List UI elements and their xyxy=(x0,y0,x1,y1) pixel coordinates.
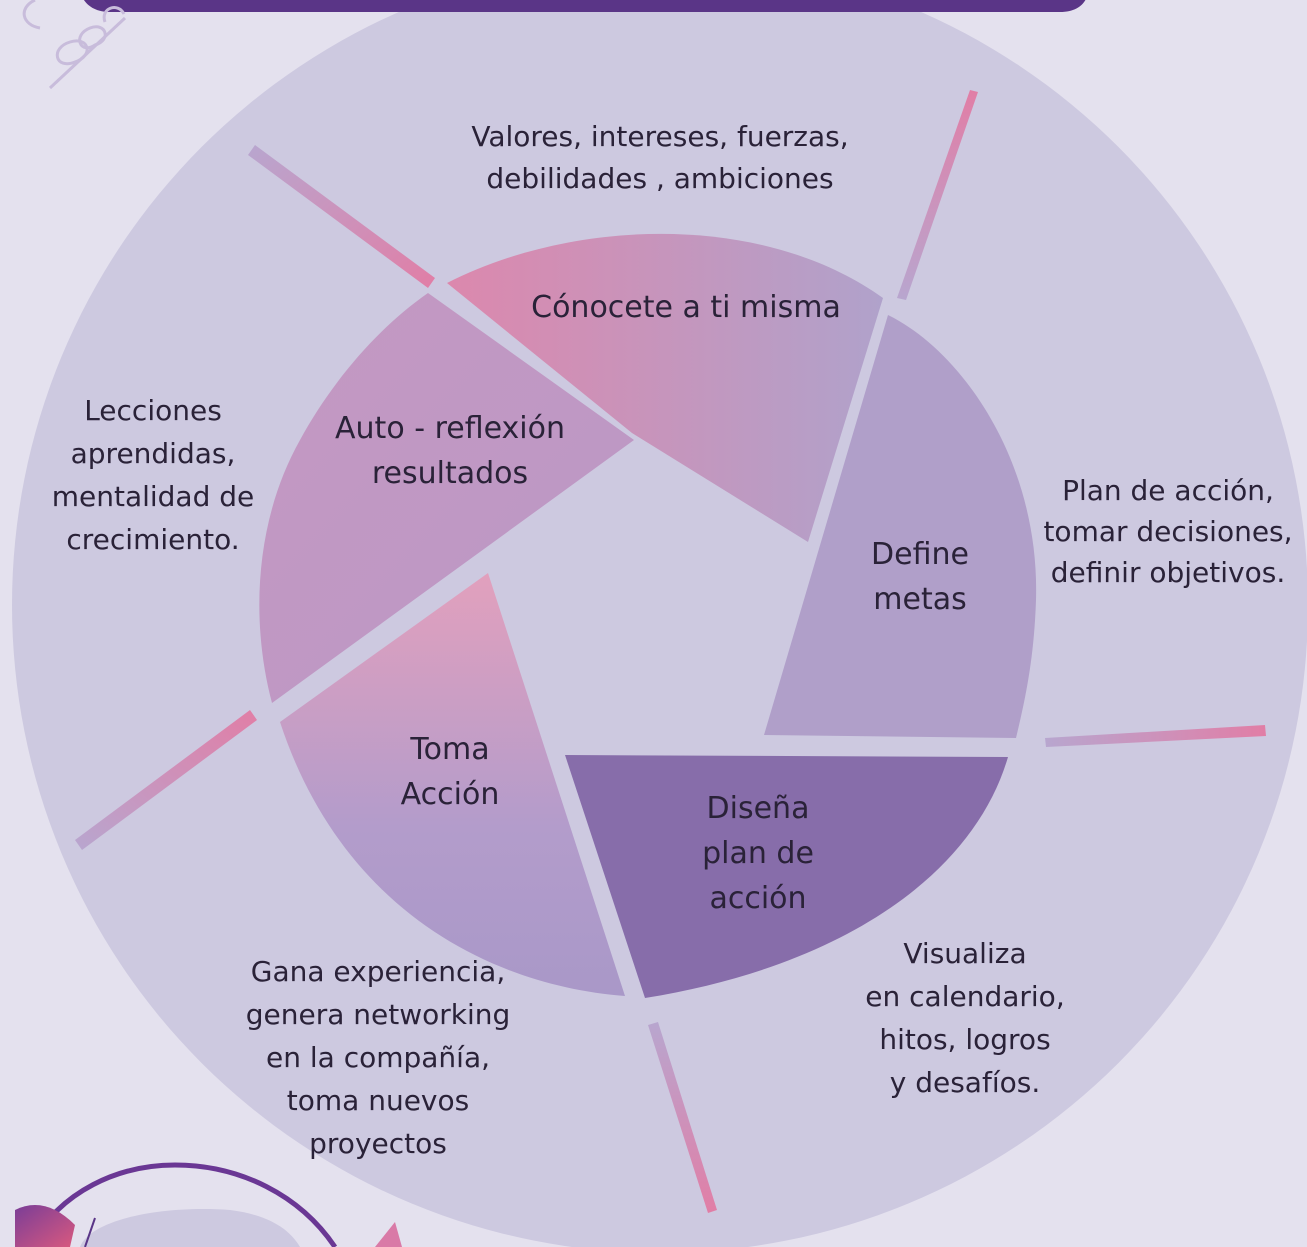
label-line: crecimiento. xyxy=(66,523,239,556)
divider-bottom xyxy=(648,1022,717,1213)
label-line: Acción xyxy=(401,777,500,812)
detail-label-disena: Visualiza en calendario, hitos, logros y de… xyxy=(865,937,1064,1099)
segment-define[interactable] xyxy=(764,315,1037,738)
label-line: toma nuevos xyxy=(287,1084,469,1117)
label-line: Auto - reflexión xyxy=(335,411,565,446)
segment-label-disena: Diseña plan de acción xyxy=(702,791,814,916)
label-line: proyectos xyxy=(309,1127,447,1160)
label-line: Diseña xyxy=(707,791,810,826)
label-line: en la compañía, xyxy=(266,1041,490,1074)
label-line: Plan de acción, xyxy=(1062,474,1274,507)
label-line: y desafíos. xyxy=(890,1066,1040,1099)
label-line: definir objetivos. xyxy=(1051,556,1285,589)
label-line: Visualiza xyxy=(903,937,1026,970)
segment-label-define: Define metas xyxy=(871,537,969,617)
label-line: hitos, logros xyxy=(879,1023,1050,1056)
label-line: plan de xyxy=(702,836,814,871)
label-line: mentalidad de xyxy=(52,480,255,513)
label-line: Define xyxy=(871,537,969,572)
divider-right xyxy=(1045,725,1266,747)
label-line: tomar decisiones, xyxy=(1043,515,1292,548)
segment-label-auto: Auto - reflexión resultados xyxy=(335,411,565,491)
segment-conocete[interactable] xyxy=(447,233,883,543)
segment-auto[interactable] xyxy=(259,293,634,703)
divider-top-right xyxy=(897,90,978,300)
header-bar xyxy=(84,0,1086,12)
label-line: Gana experiencia, xyxy=(251,955,505,988)
label-line: debilidades , ambiciones xyxy=(486,162,833,195)
detail-label-auto: Lecciones aprendidas, mentalidad de crecimi… xyxy=(52,394,255,556)
label-line: acción xyxy=(709,881,806,916)
detail-label-conocete: Valores, intereses, fuerzas, debilidades … xyxy=(471,120,848,195)
segment-label-conocete: Cónocete a ti misma xyxy=(531,290,841,325)
label-line: metas xyxy=(873,582,966,617)
label-line: Lecciones xyxy=(84,394,222,427)
divider-left xyxy=(75,710,257,850)
detail-label-define: Plan de acción, tomar decisiones, definir … xyxy=(1043,474,1292,589)
segment-toma[interactable] xyxy=(280,573,625,996)
label-line: aprendidas, xyxy=(71,437,236,470)
detail-label-toma: Gana experiencia, genera networking en la … xyxy=(246,955,511,1160)
divider-top-left xyxy=(248,145,435,288)
label-line: resultados xyxy=(372,456,528,491)
label-line: en calendario, xyxy=(865,980,1064,1013)
label-line: Toma xyxy=(409,732,489,767)
label-line: Valores, intereses, fuerzas, xyxy=(471,120,848,153)
segment-disena[interactable] xyxy=(565,755,1008,998)
outer-circle xyxy=(12,0,1307,1247)
leaf-decoration-icon xyxy=(22,0,127,90)
label-line: genera networking xyxy=(246,998,511,1031)
decorative-circle-icon xyxy=(15,1162,402,1247)
label-line: Cónocete a ti misma xyxy=(531,290,841,325)
